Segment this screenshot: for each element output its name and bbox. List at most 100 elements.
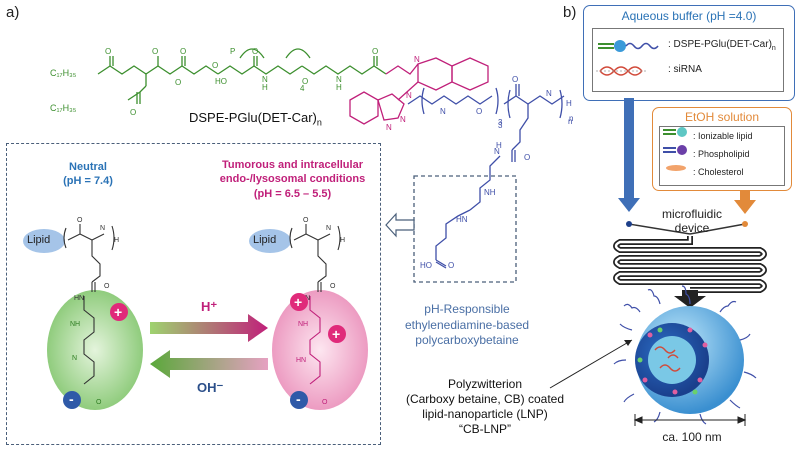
- svg-text:N: N: [262, 75, 268, 84]
- svg-text:O: O: [476, 107, 482, 116]
- neutral-condition: Neutral (pH = 7.4): [48, 160, 128, 189]
- svg-text:HO: HO: [215, 77, 227, 86]
- peg3-subscript: 3: [498, 118, 503, 127]
- svg-text:-: -: [69, 391, 74, 407]
- n-subscript: n: [569, 114, 574, 123]
- tumor-title-1: Tumorous and intracellular: [222, 159, 363, 171]
- aqueous-legend-1: : DSPE-PGlu(DET-Car)n: [668, 39, 776, 52]
- svg-text:HO: HO: [420, 261, 432, 270]
- phospholipid-icon: [663, 145, 687, 155]
- dbco-structure: [349, 57, 489, 125]
- svg-text:NH: NH: [70, 321, 80, 328]
- dspe-legend-icon: [598, 40, 659, 52]
- svg-text:N: N: [494, 147, 500, 156]
- sirna-legend-icon: [596, 66, 646, 76]
- positive-charge-right-1: [290, 293, 308, 311]
- svg-text:O: O: [212, 61, 218, 70]
- svg-text:N: N: [414, 55, 420, 64]
- tumor-condition: Tumorous and intracellular endo-/lysosom…: [205, 158, 380, 201]
- aqueous-legend-2: : siRNA: [668, 64, 702, 75]
- svg-text:H: H: [336, 83, 342, 92]
- microfluidic-device-label: microfluidic device: [640, 207, 744, 236]
- ph-responsible-caption: pH-Responsible ethylenediamine-based pol…: [393, 302, 541, 349]
- cb-lnp-particle: [613, 285, 757, 425]
- caption-pointer: [549, 339, 633, 389]
- svg-text:N: N: [336, 75, 342, 84]
- device-line-2: device: [674, 221, 710, 236]
- caption-line-3: lipid-nanoparticle (LNP): [422, 407, 548, 421]
- svg-text:-: -: [296, 391, 301, 407]
- scale-bar: [633, 414, 747, 426]
- etoh-title: EtOH solution: [684, 110, 760, 124]
- peg4-subscript: 4: [300, 84, 305, 93]
- svg-text:H: H: [262, 83, 268, 92]
- lipid-label-right: Lipid: [253, 234, 277, 246]
- acidic-ellipse: [272, 290, 368, 410]
- cholesterol-icon: [666, 165, 686, 171]
- svg-text:N: N: [546, 89, 552, 98]
- svg-text:N: N: [440, 107, 446, 116]
- svg-text:O: O: [512, 75, 518, 84]
- tumor-ph: (pH = 6.5 – 5.5): [253, 187, 332, 200]
- svg-text:P: P: [230, 47, 235, 56]
- svg-text:O: O: [77, 217, 83, 224]
- negative-charge-left: [63, 391, 81, 409]
- svg-text:O: O: [105, 47, 111, 56]
- compound-name: DSPE-PGlu(DET-Car)n: [189, 110, 322, 128]
- aqueous-legend-1-sub: n: [771, 45, 776, 52]
- h-plus-label: H⁺: [201, 299, 218, 314]
- panel-a-label: a): [6, 4, 20, 21]
- etoh-legend-2: : Phospholipid: [693, 149, 750, 159]
- svg-text:HN: HN: [456, 215, 468, 224]
- aqueous-flow-arrow: [618, 98, 640, 212]
- svg-text:O: O: [152, 47, 158, 56]
- caption-line-4: “CB-LNP”: [458, 422, 511, 436]
- svg-text:NH: NH: [298, 321, 308, 328]
- svg-text:O: O: [180, 47, 186, 56]
- svg-text:O: O: [372, 47, 378, 56]
- neutral-ph: (pH = 7.4): [63, 175, 113, 188]
- ph-responsible-line-2: ethylenediamine-based: [404, 317, 530, 332]
- c17-label-2: C₁₇H₃₅: [50, 103, 77, 113]
- svg-text:O: O: [130, 108, 136, 117]
- lipid-oval-left: [23, 229, 65, 253]
- cb-lnp-caption: Polyzwitterion (Carboxy betaine, CB) coa…: [390, 377, 580, 437]
- tumor-title-2: endo-/lysosomal conditions: [219, 173, 366, 186]
- etoh-legend-3: : Cholesterol: [693, 167, 744, 177]
- svg-text:N: N: [72, 355, 77, 362]
- compound-name-text: DSPE-PGlu(DET-Car): [189, 110, 317, 125]
- svg-text:HN: HN: [74, 295, 84, 302]
- acidify-arrow: [150, 314, 268, 342]
- svg-text:3: 3: [498, 121, 503, 130]
- etoh-solution-box: EtOH solution : Ionizable lipid : Phosph…: [652, 107, 792, 191]
- ph-responsible-line-3: polycarboxybetaine: [415, 333, 519, 348]
- svg-text:O: O: [524, 153, 530, 162]
- device-channel-right: [689, 223, 746, 235]
- ionizable-lipid-icon: [663, 127, 687, 137]
- svg-text:H: H: [340, 237, 345, 244]
- ph-responsible-line-1: pH-Responsible: [424, 302, 510, 316]
- svg-text:N: N: [326, 225, 331, 232]
- aqueous-buffer-box: Aqueous buffer (pH =4.0) : DSPE-PGlu(DET…: [583, 5, 795, 101]
- caption-line-1: Polyzwitterion: [447, 377, 523, 391]
- svg-text:O: O: [175, 78, 181, 87]
- svg-text:n: n: [568, 117, 572, 126]
- svg-text:N: N: [406, 91, 412, 100]
- polymer-structure: [407, 84, 565, 269]
- betaine-dashed-box: [413, 175, 517, 283]
- svg-text:O: O: [302, 77, 308, 86]
- svg-text:N: N: [400, 115, 406, 124]
- left-backbone: [63, 224, 115, 385]
- svg-text:+: +: [114, 304, 122, 320]
- lipid-oval-right: [249, 229, 291, 253]
- c17-label-1: C₁₇H₃₅: [50, 68, 77, 78]
- neutral-title: Neutral: [69, 161, 107, 173]
- oh-minus-label: OH⁻: [197, 380, 224, 395]
- svg-text:H: H: [496, 141, 502, 150]
- svg-text:O: O: [252, 47, 258, 56]
- right-backbone: [289, 224, 341, 292]
- svg-text:O: O: [322, 399, 328, 406]
